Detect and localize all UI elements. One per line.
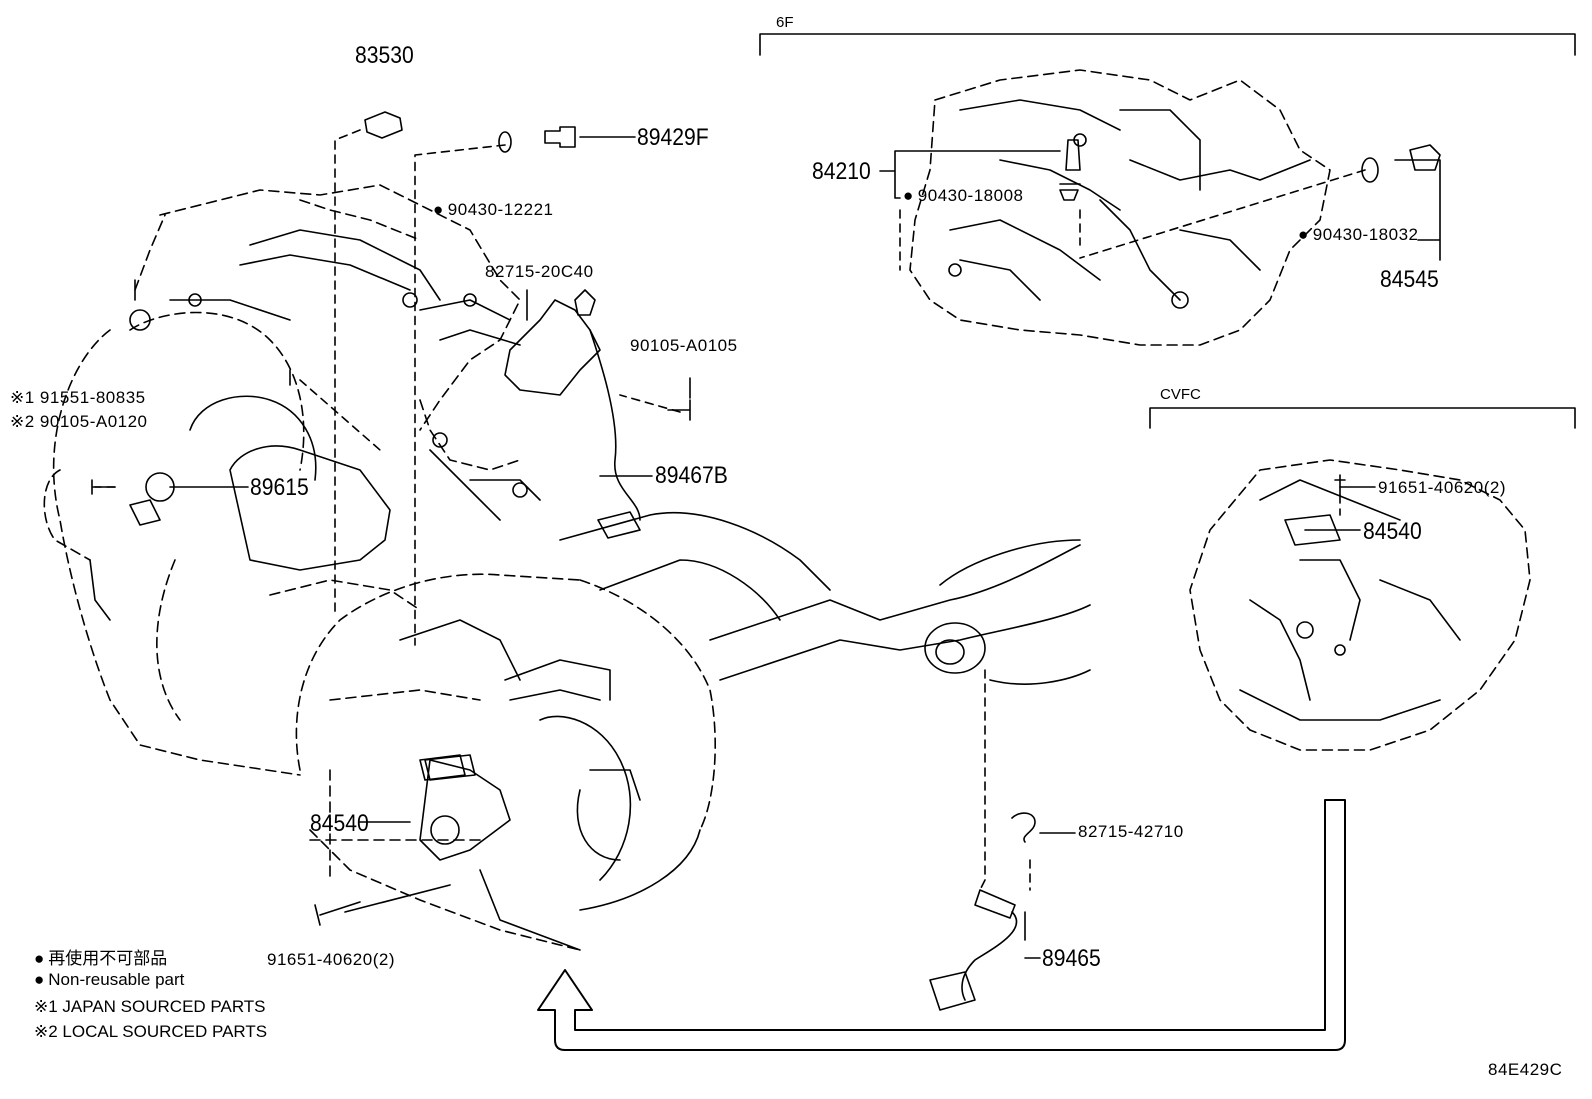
part-label-91651-40620-cvfc[interactable]: 91651-40620(2): [1378, 478, 1506, 497]
part-label-90430-18008[interactable]: 90430-18008: [903, 186, 1024, 206]
transaxle-assembly: [295, 573, 716, 951]
part-label-89467b[interactable]: 89467B: [655, 462, 728, 489]
diagram-code: 84E429C: [1488, 1060, 1563, 1079]
legend-japan-sourced: ※1 JAPAN SOURCED PARTS: [34, 997, 266, 1016]
part-label-90430-12221[interactable]: 90430-12221: [433, 200, 554, 220]
part-glyphs: [91, 111, 1441, 1011]
legend-non-reusable-en: Non-reusable part: [34, 970, 184, 990]
section-label-cvfc: CVFC: [1160, 386, 1201, 403]
part-label-83530[interactable]: 83530: [355, 42, 414, 69]
part-label-90430-18032[interactable]: 90430-18032: [1298, 225, 1419, 245]
legend-local-sourced: ※2 LOCAL SOURCED PARTS: [34, 1022, 268, 1041]
part-label-91551-80835[interactable]: ※1 91551-80835: [10, 388, 146, 407]
engine-assembly: [43, 184, 541, 776]
six-f-bracket: [759, 33, 1576, 56]
cvfc-bracket: [1149, 407, 1576, 429]
section-label-6f: 6F: [776, 14, 794, 31]
dashed-leaders: [89, 129, 1366, 891]
part-label-91651-40620-main[interactable]: 91651-40620(2): [267, 950, 395, 969]
legend-non-reusable-jp: 再使用不可部品: [34, 944, 167, 969]
part-label-82715-42710[interactable]: 82715-42710: [1078, 822, 1184, 841]
leader-lines: [169, 136, 1441, 959]
part-label-84545[interactable]: 84545: [1380, 266, 1439, 293]
cvfc-arrow: [537, 799, 1346, 1051]
six-f-transmission: [909, 69, 1331, 346]
part-label-84540-main[interactable]: 84540: [310, 810, 369, 837]
part-label-89615[interactable]: 89615: [250, 474, 309, 501]
part-label-82715-20c40[interactable]: 82715-20C40: [485, 262, 594, 281]
part-label-89429f[interactable]: 89429F: [637, 124, 709, 151]
exhaust-pipe: [559, 511, 1091, 685]
part-label-84210[interactable]: 84210: [812, 158, 871, 185]
part-label-89465[interactable]: 89465: [1042, 945, 1101, 972]
part-label-90105-a0120[interactable]: ※2 90105-A0120: [10, 412, 148, 431]
cvfc-transmission: [1189, 459, 1531, 751]
part-label-90105-a0105[interactable]: 90105-A0105: [630, 336, 738, 355]
part-label-84540-cvfc[interactable]: 84540: [1363, 518, 1422, 545]
